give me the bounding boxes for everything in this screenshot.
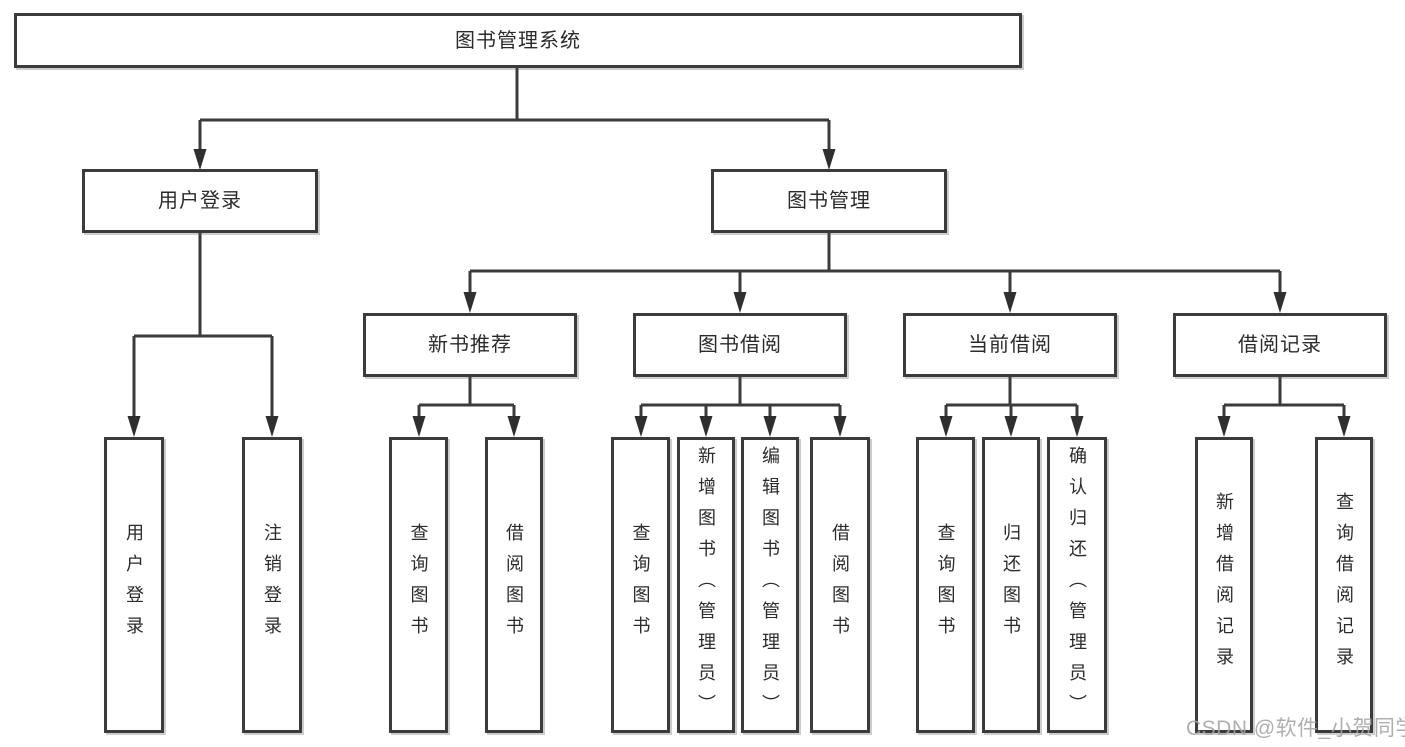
leaf-label: 查询借阅记录 [1334, 492, 1354, 678]
node-current-borrowing: 当前借阅 [903, 313, 1117, 377]
leaf-label: 查询图书 [408, 523, 429, 647]
node-user-login: 用户登录 [82, 169, 318, 233]
leaf-confirm-return-admin: 确认归还（管理员） [1047, 437, 1107, 733]
leaf-query-books-2: 查询图书 [611, 437, 670, 733]
leaf-add-borrow-record: 新增借阅记录 [1195, 437, 1253, 733]
leaf-query-books-1: 查询图书 [389, 437, 448, 733]
node-label: 新书推荐 [428, 334, 512, 356]
leaf-user-login: 用户登录 [104, 437, 164, 733]
leaf-label: 新增图书（管理员） [696, 445, 716, 725]
leaf-label: 新增借阅记录 [1214, 492, 1234, 678]
leaf-label: 查询图书 [630, 523, 651, 647]
leaf-query-books-3: 查询图书 [916, 437, 975, 733]
leaf-label: 编辑图书（管理员） [760, 445, 780, 725]
node-book-management: 图书管理 [711, 169, 947, 233]
node-label: 图书管理系统 [455, 29, 581, 52]
leaf-logout: 注销登录 [242, 437, 302, 733]
node-label: 借阅记录 [1238, 334, 1322, 356]
leaf-borrow-books-2: 借阅图书 [810, 437, 870, 733]
csdn-watermark: CSDN @软件_小贺同学 [1186, 717, 1405, 740]
node-book-borrowing: 图书借阅 [633, 313, 847, 377]
leaf-label: 借阅图书 [830, 523, 850, 647]
node-new-book-recommend: 新书推荐 [363, 313, 577, 377]
leaf-query-borrow-record: 查询借阅记录 [1315, 437, 1373, 733]
leaf-borrow-books-1: 借阅图书 [485, 437, 543, 733]
node-label: 用户登录 [158, 190, 242, 212]
leaf-label: 用户登录 [124, 523, 144, 647]
leaf-label: 注销登录 [262, 523, 282, 647]
node-borrowing-records: 借阅记录 [1173, 313, 1387, 377]
node-label: 图书管理 [787, 190, 871, 212]
leaf-label: 借阅图书 [504, 523, 524, 647]
node-label: 图书借阅 [698, 334, 782, 356]
leaf-label: 查询图书 [935, 523, 956, 647]
leaf-label: 确认归还（管理员） [1067, 445, 1087, 725]
leaf-return-book: 归还图书 [982, 437, 1040, 733]
leaf-label: 归还图书 [1001, 523, 1021, 647]
leaf-add-book-admin: 新增图书（管理员） [677, 437, 735, 733]
leaf-edit-book-admin: 编辑图书（管理员） [741, 437, 799, 733]
node-library-management-system: 图书管理系统 [14, 13, 1022, 68]
node-label: 当前借阅 [968, 334, 1052, 356]
